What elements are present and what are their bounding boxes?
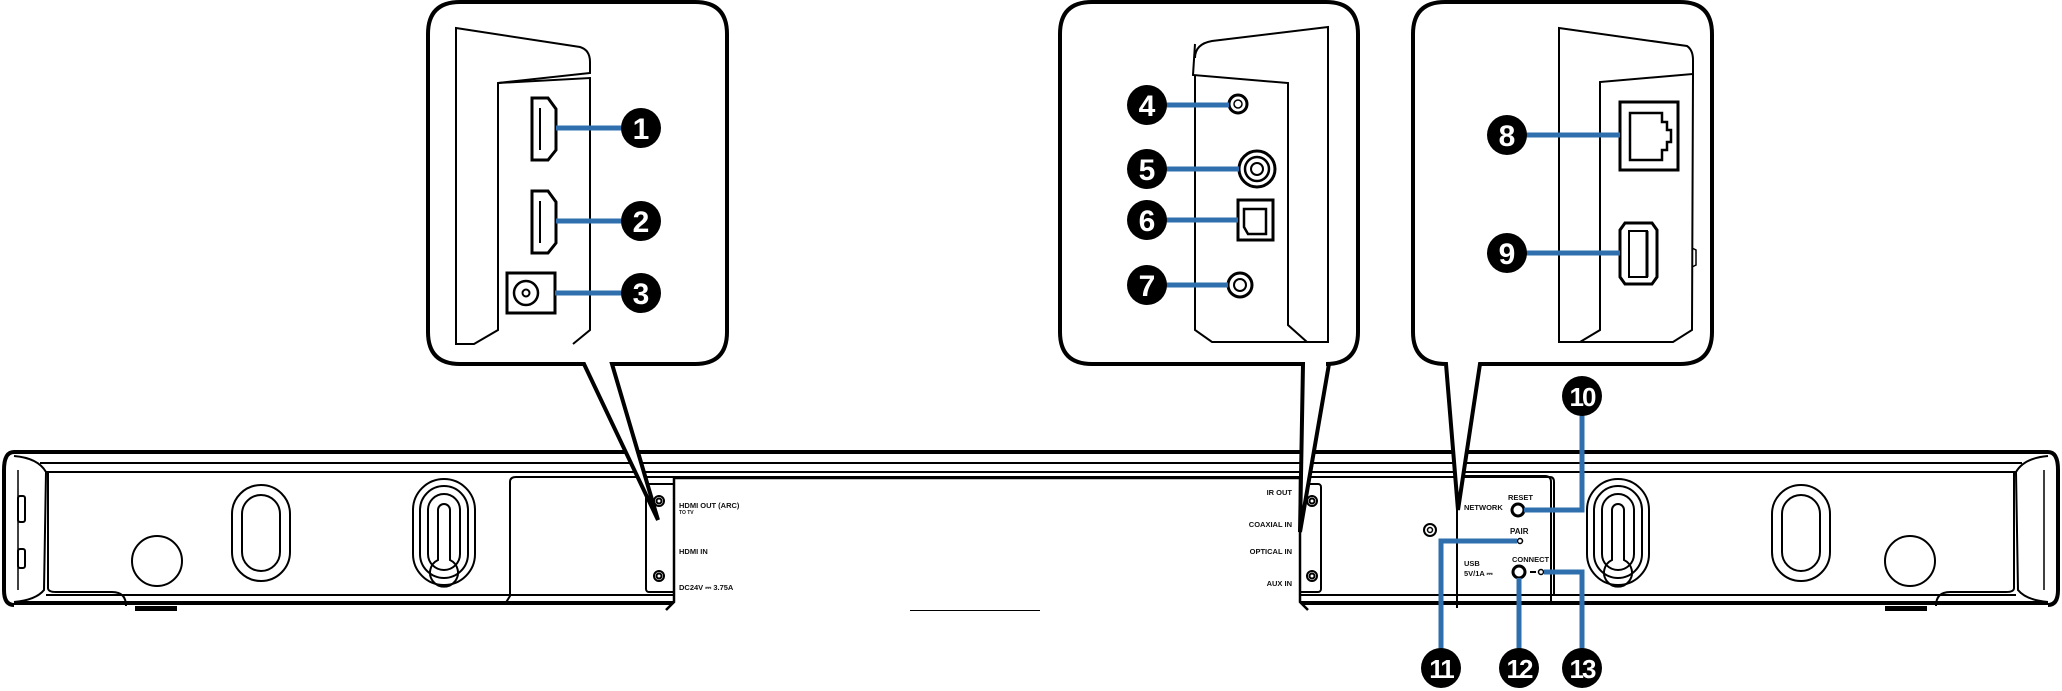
svg-text:2: 2 — [633, 206, 650, 239]
leader-lines — [555, 102, 1620, 650]
oval-recess-right — [1771, 484, 1831, 582]
badge-4: 4 — [1127, 85, 1167, 125]
badge-1: 1 — [621, 108, 661, 148]
svg-text:1: 1 — [633, 113, 650, 146]
callout-badges: 1 2 3 4 5 6 7 8 9 10 11 12 13 — [621, 85, 1602, 688]
svg-text:12: 12 — [1507, 654, 1533, 684]
connect-button[interactable] — [1511, 564, 1527, 580]
label-hdmi-out-sub: TO TV — [679, 510, 694, 516]
connect-indicator — [1537, 568, 1545, 576]
badge-7: 7 — [1127, 265, 1167, 305]
label-pair: PAIR — [1510, 527, 1529, 536]
control-panel: NETWORK USB 5V/1A ⎓ RESET PAIR CONNECT — [1423, 475, 1552, 608]
hdmi-out-port — [530, 96, 558, 162]
badge-8: 8 — [1487, 115, 1527, 155]
badge-2: 2 — [621, 201, 661, 241]
callout-box-audio-inputs — [1058, 0, 1360, 533]
pair-indicator — [1516, 537, 1524, 545]
aux-jack — [1226, 271, 1254, 299]
label-usb-sub: 5V/1A ⎓ — [1464, 569, 1494, 578]
callout-box-hdmi-power — [426, 0, 729, 521]
svg-text:13: 13 — [1570, 654, 1596, 684]
dc-power-jack — [505, 271, 557, 315]
label-hdmi-in: HDMI IN — [679, 547, 708, 556]
usb-port — [1618, 221, 1659, 286]
badge-12: 12 — [1499, 648, 1539, 688]
svg-text:4: 4 — [1139, 90, 1156, 123]
badge-6: 6 — [1127, 200, 1167, 240]
wall-mount-keyhole-left — [412, 478, 476, 588]
coaxial-jack — [1237, 149, 1277, 189]
svg-text:5: 5 — [1139, 154, 1156, 187]
svg-text:10: 10 — [1570, 382, 1596, 412]
rubber-foot-left — [131, 535, 183, 587]
hdmi-in-port — [530, 189, 558, 255]
svg-text:6: 6 — [1139, 205, 1156, 238]
label-network: NETWORK — [1464, 503, 1503, 512]
badge-3: 3 — [621, 273, 661, 313]
svg-text:9: 9 — [1499, 238, 1516, 271]
svg-text:11: 11 — [1429, 654, 1454, 684]
label-ir-out: IR OUT — [1267, 488, 1293, 497]
label-aux-in: AUX IN — [1267, 579, 1292, 588]
badge-13: 13 — [1562, 648, 1602, 688]
badge-10: 10 — [1562, 376, 1602, 416]
label-connect: CONNECT — [1512, 555, 1550, 564]
badge-5: 5 — [1127, 149, 1167, 189]
badge-11: 11 — [1421, 648, 1461, 688]
label-optical-in: OPTICAL IN — [1250, 547, 1292, 556]
svg-text:3: 3 — [633, 278, 650, 311]
rubber-foot-right — [1884, 535, 1936, 587]
label-coaxial-in: COAXIAL IN — [1249, 520, 1292, 529]
optical-jack — [1236, 198, 1275, 242]
wall-mount-keyhole-right — [1586, 478, 1650, 588]
svg-text:8: 8 — [1499, 120, 1516, 153]
svg-text:7: 7 — [1139, 270, 1156, 303]
ir-out-jack — [1227, 93, 1249, 115]
label-usb: USB — [1464, 559, 1480, 568]
connector-label-panel: HDMI OUT (ARC) TO TV HDMI IN DC24V ⎓ 3.7… — [665, 476, 1309, 611]
label-hdmi-out: HDMI OUT (ARC) — [679, 501, 740, 510]
network-port — [1618, 100, 1680, 172]
badge-9: 9 — [1487, 233, 1527, 273]
label-reset: RESET — [1508, 493, 1533, 502]
reset-button[interactable] — [1510, 502, 1526, 518]
oval-recess-left — [231, 484, 291, 582]
callout-box-network-usb — [1411, 0, 1714, 511]
label-dc-in: DC24V ⎓ 3.75A — [679, 583, 734, 592]
